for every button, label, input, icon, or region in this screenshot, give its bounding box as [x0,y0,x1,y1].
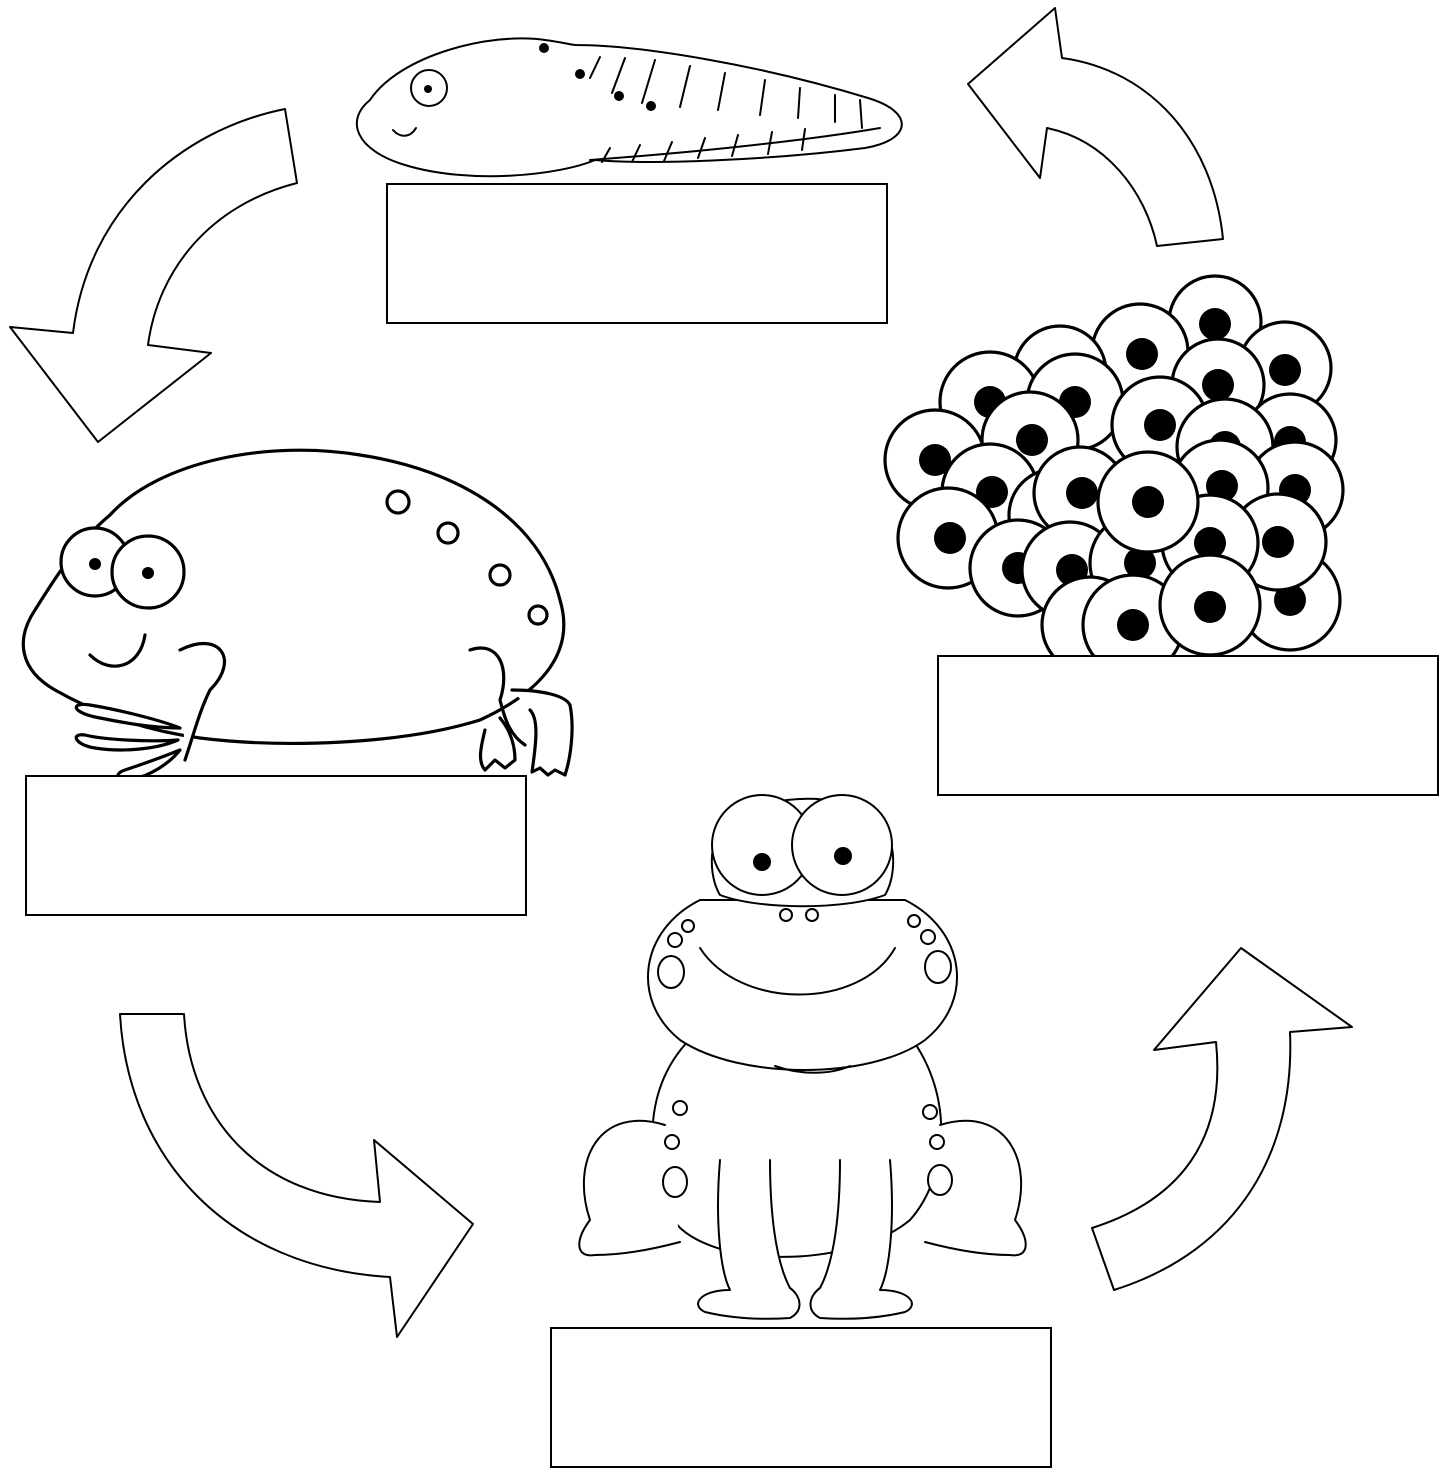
arrow-frog-to-eggs [1092,948,1352,1290]
arrow-eggs-to-tadpole [968,8,1223,246]
label-box-frog-spawn[interactable] [937,655,1439,796]
froglet-illustration [23,450,572,781]
label-box-adult-frog[interactable] [550,1327,1052,1468]
label-box-tadpole[interactable] [386,183,888,324]
frog-spawn-illustration [885,276,1343,675]
tadpole-illustration [357,38,902,176]
arrow-tadpole-to-froglet [10,109,297,442]
label-box-froglet[interactable] [25,775,527,916]
arrow-froglet-to-frog [120,1014,473,1337]
adult-frog-illustration [579,795,1025,1319]
